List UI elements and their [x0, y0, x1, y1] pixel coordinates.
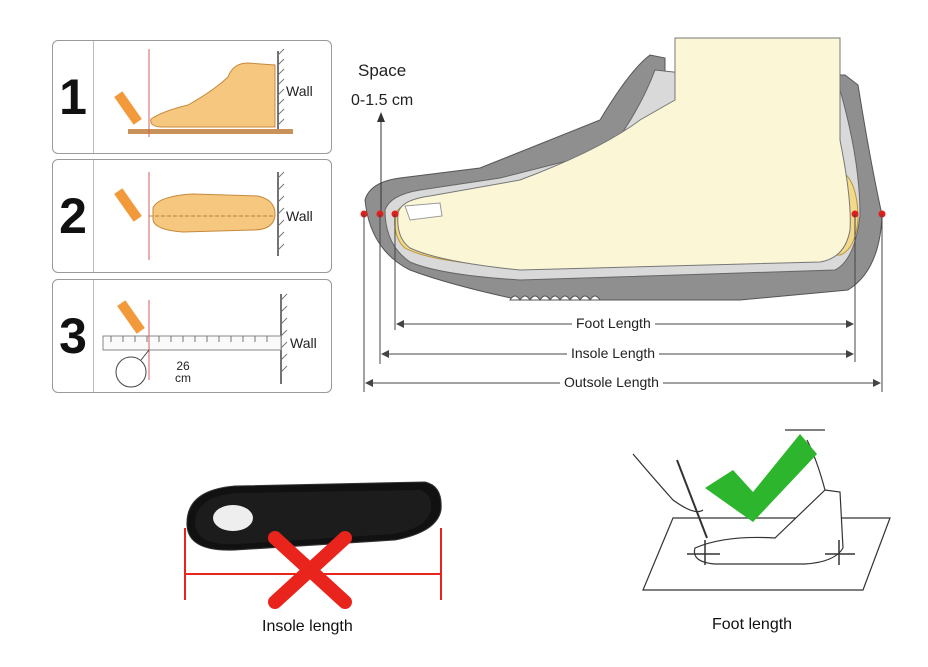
ruler-reading: 26 cm — [174, 360, 192, 384]
foot-measuring-illustration — [632, 429, 891, 591]
insole-length-label: Insole Length — [567, 345, 660, 361]
ruler-value: 26 — [176, 359, 190, 373]
step-2-panel: 2 Wall — [52, 159, 332, 273]
step-2-illustration — [114, 171, 285, 260]
shoe-cross-section — [360, 37, 886, 392]
insole-length-caption: Insole length — [262, 618, 353, 635]
space-label: Space — [358, 61, 407, 80]
foot-length-caption: Foot length — [712, 616, 793, 633]
step-number: 2 — [53, 160, 94, 272]
step-number: 1 — [53, 41, 94, 153]
space-value: 0-1.5 cm — [351, 92, 414, 109]
step-3-illustration — [102, 293, 288, 388]
foot-shape — [397, 37, 851, 271]
ruler-unit: cm — [175, 371, 191, 385]
foot-length-label: Foot Length — [572, 315, 655, 331]
wall-label: Wall — [290, 335, 317, 351]
step-3-panel: 3 26 cm Wall — [52, 279, 332, 393]
wall-label: Wall — [286, 83, 313, 99]
insole-illustration — [184, 481, 442, 609]
outsole-length-label: Outsole Length — [560, 374, 663, 390]
step-1-panel: 1 Wall — [52, 40, 332, 154]
wall-label: Wall — [286, 208, 313, 224]
step-number: 3 — [53, 280, 94, 392]
check-mark — [705, 434, 817, 522]
step-1-illustration — [114, 48, 293, 137]
